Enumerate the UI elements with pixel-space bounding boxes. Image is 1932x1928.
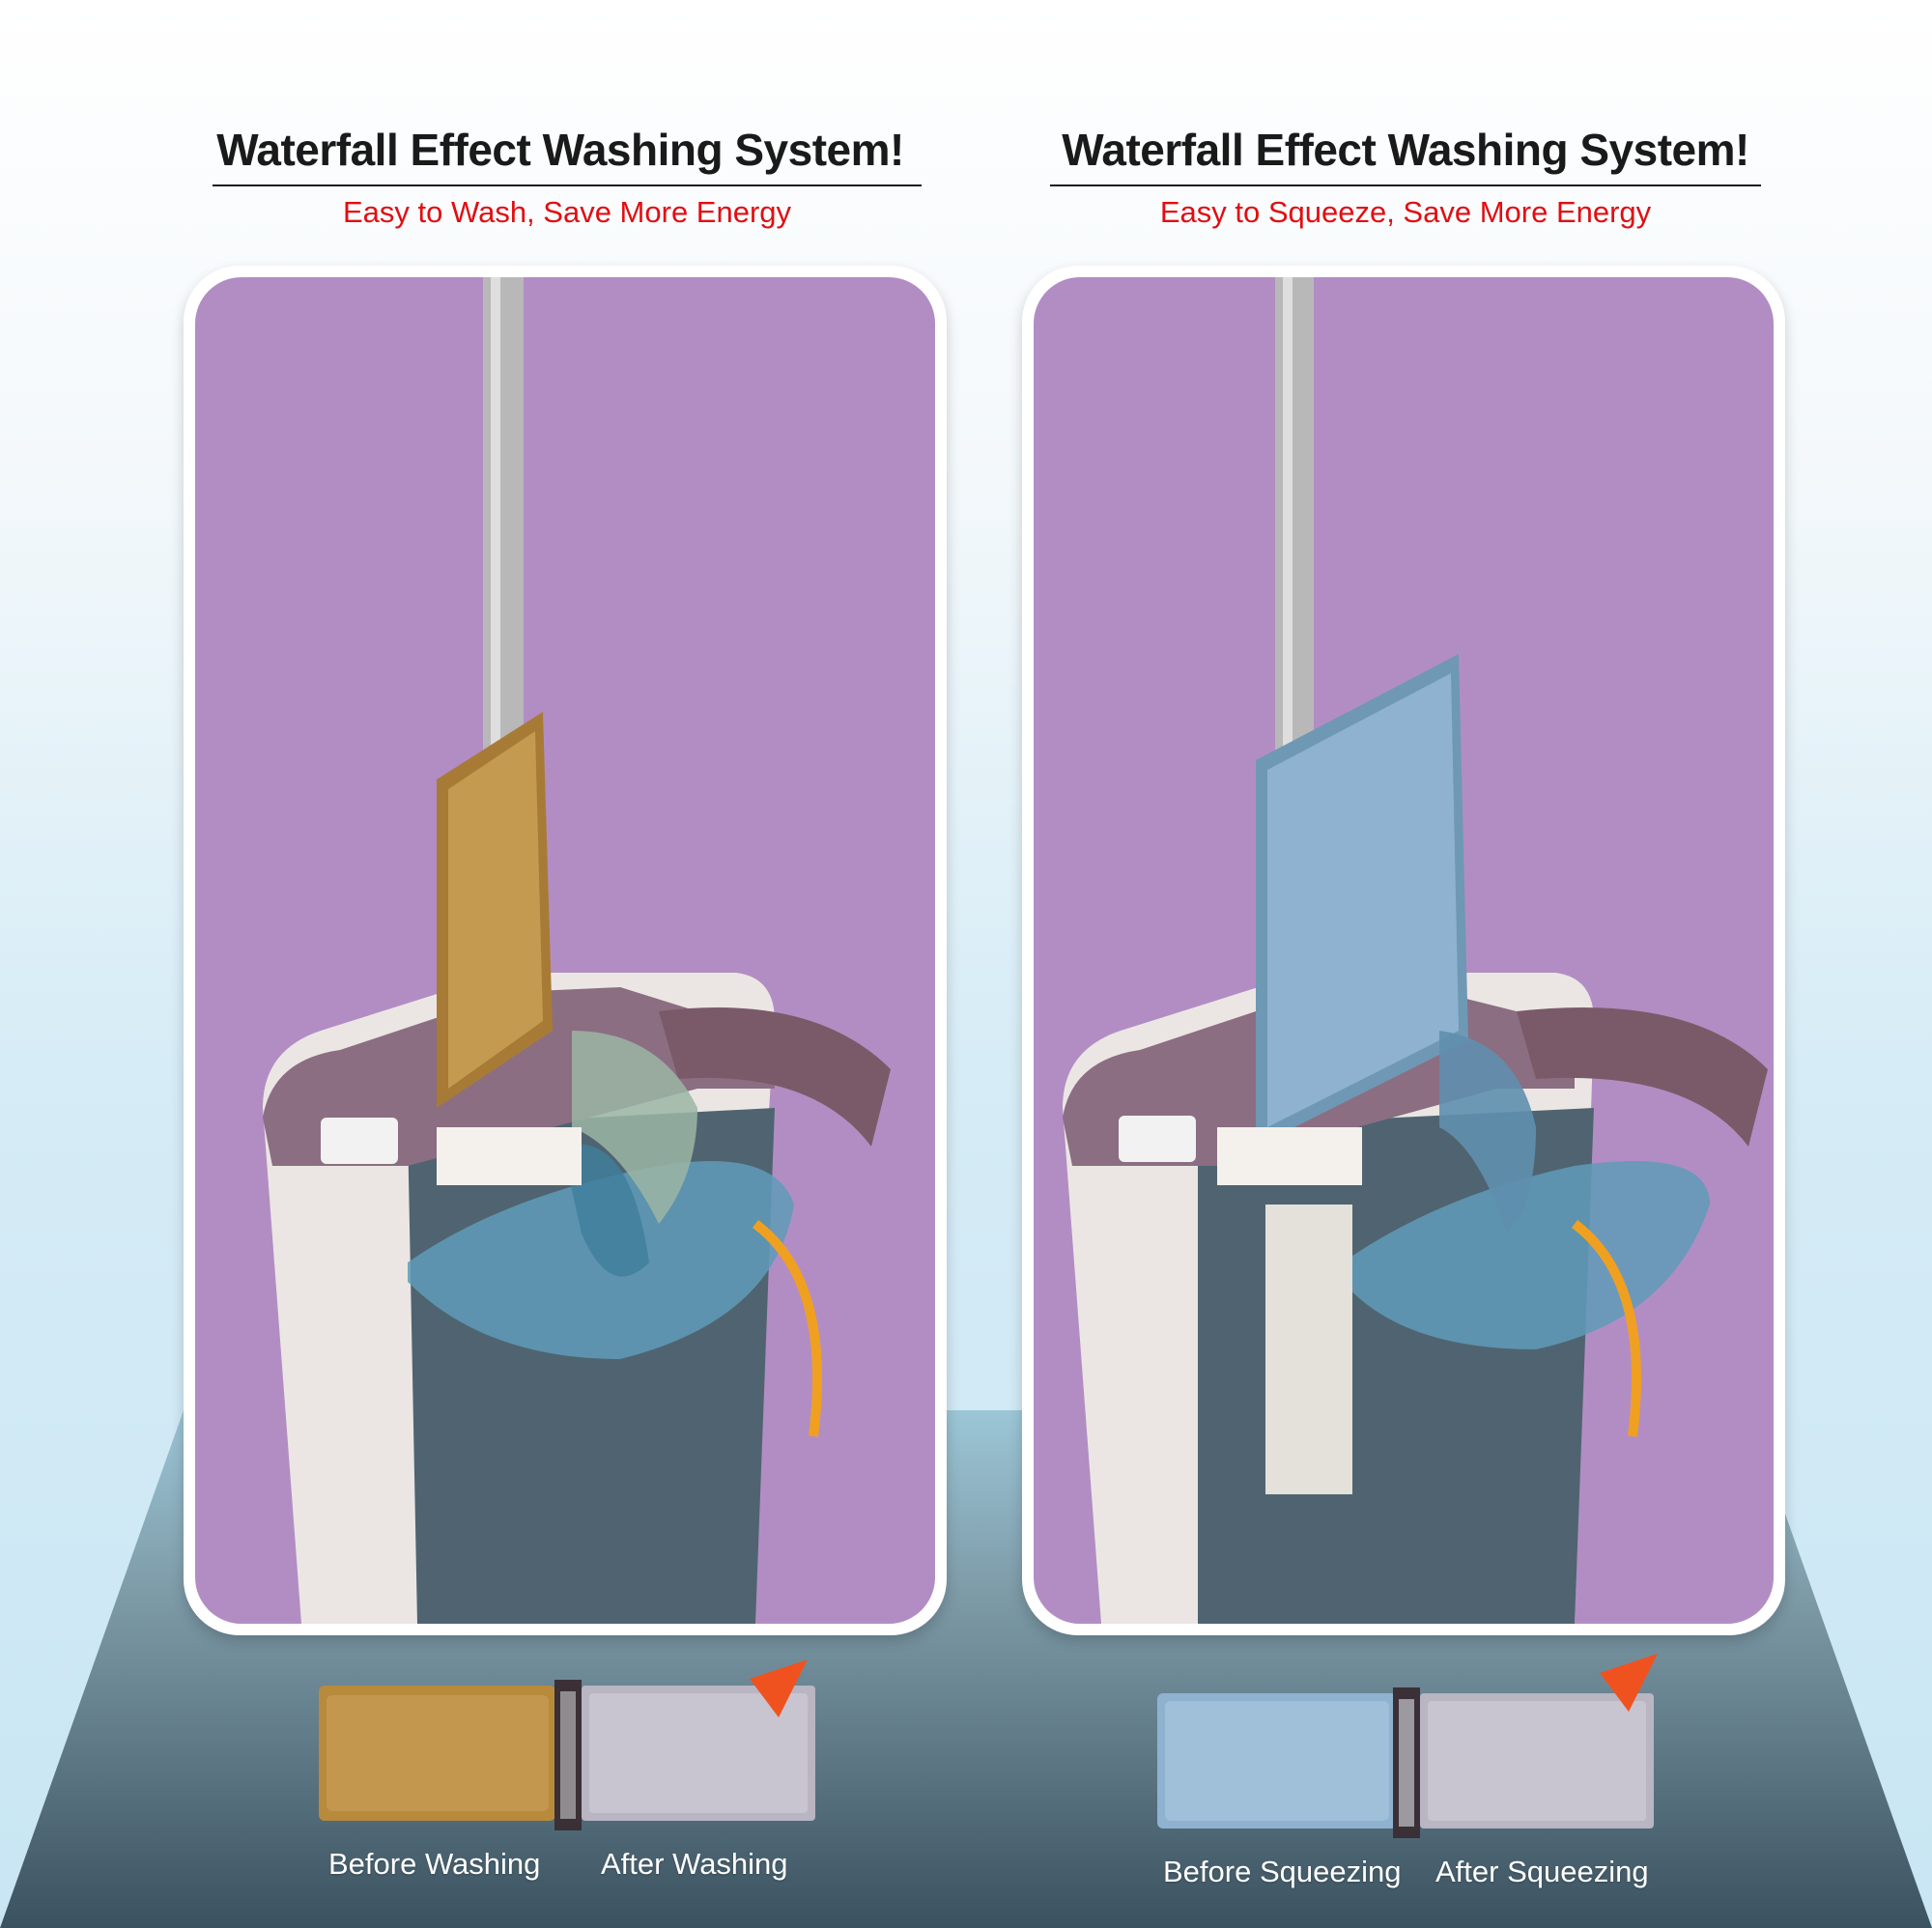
bucket-illustration-squeezing <box>1063 277 1768 1624</box>
section-title: Waterfall Effect Washing System! <box>1062 125 1749 175</box>
section-title: Waterfall Effect Washing System! <box>216 125 904 175</box>
arrow-icon <box>750 1659 808 1717</box>
product-panel-washing <box>184 266 947 1635</box>
section-subtitle: Easy to Wash, Save More Energy <box>342 195 792 229</box>
title-underline <box>1050 184 1761 186</box>
product-panel-squeezing <box>1022 266 1785 1635</box>
title-underline <box>213 184 922 186</box>
arrow-icon <box>1600 1654 1658 1712</box>
before-label: Before Squeezing <box>1163 1855 1402 1888</box>
after-label: After Squeezing <box>1435 1855 1649 1888</box>
before-label: Before Washing <box>328 1847 541 1881</box>
pad-comparison-washing <box>319 1680 815 1830</box>
bucket-illustration-washing <box>263 277 891 1624</box>
after-label: After Washing <box>601 1847 788 1881</box>
section-subtitle: Easy to Squeeze, Save More Energy <box>1159 195 1652 229</box>
pad-comparison-squeezing <box>1157 1687 1654 1838</box>
